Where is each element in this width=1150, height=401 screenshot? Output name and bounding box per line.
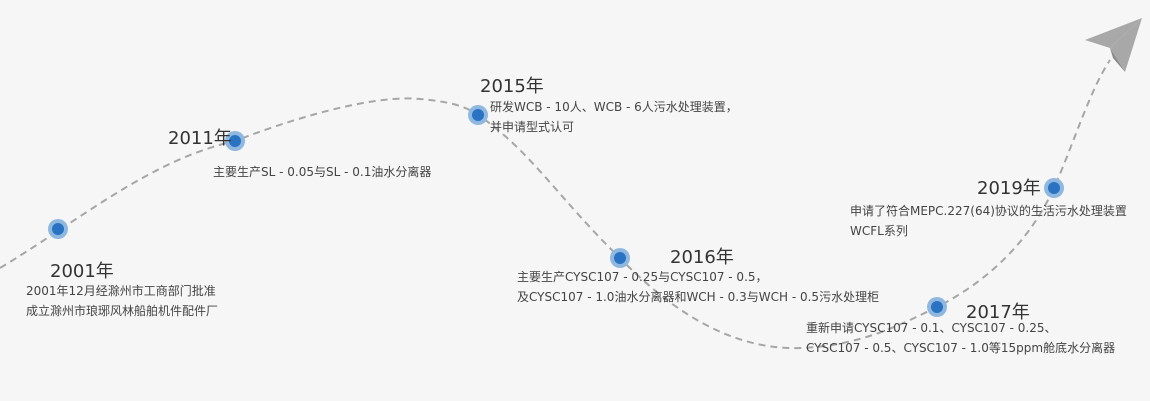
milestone-desc-2015: 研发WCB - 10人、WCB - 6人污水处理装置， 并申请型式认可	[490, 97, 738, 137]
node-inner	[614, 252, 626, 264]
plane-wing-top	[1085, 18, 1142, 48]
milestone-year-2011: 2011年	[168, 128, 232, 149]
milestone-year-2019: 2019年	[977, 178, 1041, 199]
milestone-year-2016: 2016年	[670, 247, 734, 268]
desc-line: 研发WCB - 10人、WCB - 6人污水处理装置，	[490, 100, 738, 114]
desc-line: 及CYSC107 - 1.0油水分离器和WCH - 0.3与WCH - 0.5污…	[517, 290, 880, 304]
milestone-desc-2011: 主要生产SL - 0.05与SL - 0.1油水分离器	[213, 162, 431, 182]
milestone-desc-2016: 主要生产CYSC107 - 0.25与CYSC107 - 0.5， 及CYSC1…	[517, 267, 879, 307]
node-inner	[52, 223, 64, 235]
node-2017[interactable]	[927, 297, 947, 317]
desc-line: 并申请型式认可	[490, 120, 575, 134]
node-inner	[931, 301, 943, 313]
node-2015[interactable]	[468, 105, 488, 125]
desc-line: WCFL系列	[850, 224, 908, 238]
node-2011[interactable]	[225, 131, 245, 151]
milestone-desc-2017: 重新申请CYSC107 - 0.1、CYSC107 - 0.25、 CYSC10…	[806, 318, 1115, 358]
plane-wing-bottom	[1110, 18, 1142, 72]
node-2019[interactable]	[1044, 178, 1064, 198]
desc-line: 重新申请CYSC107 - 0.1、CYSC107 - 0.25、	[806, 321, 1057, 335]
desc-line: 主要生产SL - 0.05与SL - 0.1油水分离器	[213, 165, 432, 179]
plane-fold	[1110, 48, 1125, 72]
desc-line: 2001年12月经滁州市工商部门批准	[26, 284, 216, 298]
node-inner	[472, 109, 484, 121]
paper-plane-icon	[1085, 18, 1142, 72]
node-inner	[229, 135, 241, 147]
node-inner	[1048, 182, 1060, 194]
node-2001[interactable]	[48, 219, 68, 239]
milestone-desc-2019: 申请了符合MEPC.227(64)协议的生活污水处理装置 WCFL系列	[850, 201, 1127, 241]
desc-line: CYSC107 - 0.5、CYSC107 - 1.0等15ppm舱底水分离器	[806, 341, 1116, 355]
milestone-desc-2001: 2001年12月经滁州市工商部门批准 成立滁州市琅琊风林船舶机件配件厂	[26, 281, 218, 321]
desc-line: 申请了符合MEPC.227(64)协议的生活污水处理装置	[850, 204, 1127, 218]
desc-line: 主要生产CYSC107 - 0.25与CYSC107 - 0.5，	[517, 270, 768, 284]
milestone-year-2015: 2015年	[480, 76, 544, 97]
desc-line: 成立滁州市琅琊风林船舶机件配件厂	[26, 304, 219, 318]
milestone-year-2001: 2001年	[50, 261, 114, 282]
milestone-year-2017: 2017年	[966, 302, 1030, 323]
node-2016[interactable]	[610, 248, 630, 268]
